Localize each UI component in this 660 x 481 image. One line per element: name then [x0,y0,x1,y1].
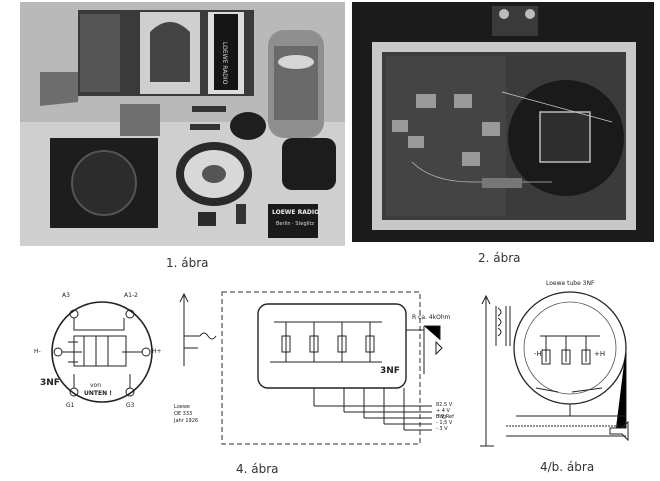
supply-voltage-3: 0 V Ref [436,414,454,420]
figure-4b-caption: 4/b. ábra [540,460,595,474]
supply-voltage-4: - 1,5 V [436,420,453,426]
figure-1-caption: 1. ábra [166,256,209,270]
maker-line-2: OE 333 [174,411,193,417]
circuit-schematic: R ca. 4kOhm 3NF Loewe OE 333 Jahr 1926 8… [174,286,458,452]
tube-3nf-plus-label: +H [594,350,606,358]
tube-3nf-minus-label: -H [534,350,542,358]
maker-line-3: Jahr 1926 [174,418,199,424]
figure-1-illustration [20,2,345,246]
box-brand-label: LOEWE RADIO [221,42,228,85]
figure-1-photo: LOEWE RADIO LOEWE RADIO Berlin · Steglit… [20,2,345,246]
figure-2-caption: 2. ábra [478,251,521,265]
supply-voltage-5: - 3 V [436,426,448,432]
tube-pinout-schematic: A3 A1-2 H- H+ 3NF von UNTEN ! G1 G3 [34,292,162,418]
tube-type-label: 3NF [40,378,60,388]
pin-label-h-plus: H+ [152,348,162,355]
figure-2-photo [352,2,654,242]
maker-line-1: Loewe [174,404,190,410]
figure-2-illustration [352,2,654,242]
card-brand-label: LOEWE RADIO [272,209,320,216]
pin-label-g3: G3 [126,402,135,409]
supply-voltage-2: + 4 V Hdg [436,408,450,420]
tube-3nf-title: Loewe tube 3NF [546,280,595,287]
circuit-tube-type: 3NF [380,366,400,376]
view-note-line-1: von [90,382,102,389]
supply-voltage-1: 82,5 V [436,402,453,408]
pinout-drawing [51,301,153,403]
pin-label-a12: A1-2 [124,292,138,299]
pin-label-a3: A3 [62,292,70,299]
pin-label-h-minus: H- [34,348,41,355]
load-resistor-label: R ca. 4kOhm [412,314,451,321]
tube-3nf-drawing: Loewe tube 3NF -H +H [476,276,646,452]
circuit-drawing [179,291,443,445]
figure-4-caption: 4. ábra [236,462,279,476]
card-city-label: Berlin · Steglitz [276,221,315,227]
tube-3nf-illustration [480,291,629,447]
view-note-line-2: UNTEN ! [84,390,112,397]
pin-label-g1: G1 [66,402,75,409]
